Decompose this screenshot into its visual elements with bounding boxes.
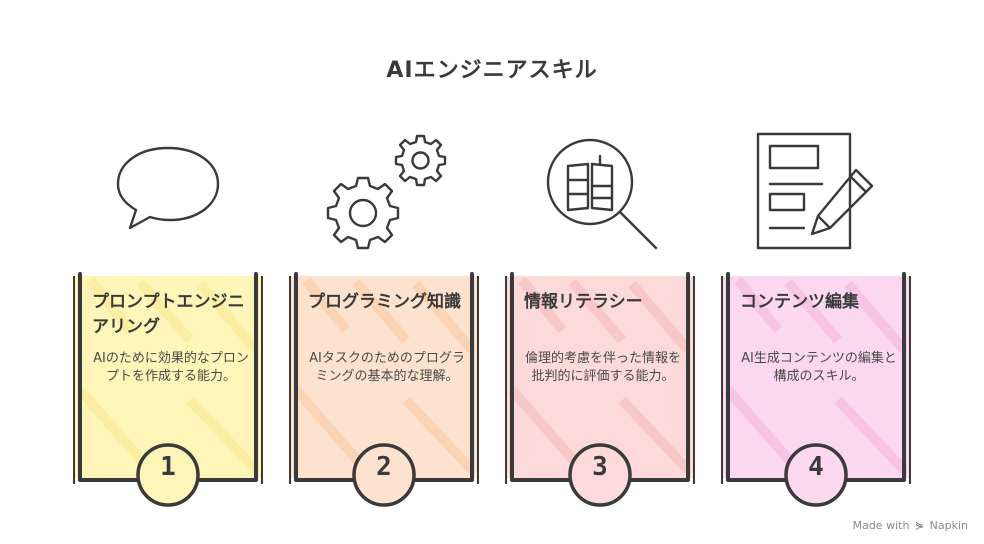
document-pencil-icon <box>756 132 874 250</box>
brand-prefix: Made with <box>852 519 910 532</box>
card-number: 1 <box>160 452 176 482</box>
skill-card-4: コンテンツ編集 AI生成コンテンツの編集と構成のスキル。 4 <box>718 270 914 510</box>
card-title: プログラミング知識 <box>308 292 461 312</box>
speech-bubble-icon <box>116 146 220 230</box>
napkin-logo-icon: ⋟ <box>914 519 925 532</box>
magnifier-book-icon <box>546 138 658 250</box>
napkin-brand: Made with ⋟ Napkin <box>853 519 968 532</box>
skill-card-2: プログラミング知識 AIタスクのためのプログラミングの基本的な理解。 2 <box>286 270 482 510</box>
card-title: 情報リテラシー <box>524 292 643 312</box>
card-description: 倫理的考慮を伴った情報を批判的に評価する能力。 <box>524 351 681 384</box>
card-title: コンテンツ編集 <box>740 292 859 312</box>
card-frame <box>289 272 479 507</box>
gears-icon <box>326 134 447 250</box>
card-number: 4 <box>808 452 824 482</box>
brand-name: Napkin <box>929 519 968 532</box>
card-number: 2 <box>376 452 392 482</box>
skill-card-3: 情報リテラシー 倫理的考慮を伴った情報を批判的に評価する能力。 3 <box>502 270 698 510</box>
card-frame <box>505 272 695 507</box>
page-title: AIエンジニアスキル <box>386 58 598 83</box>
card-description: AIタスクのためのプログラミングの基本的な理解。 <box>309 351 465 384</box>
card-frame <box>721 272 911 507</box>
skill-card-1: プロンプトエンジニアリング AIのために効果的なプロンプトを作成する能力。 1 <box>70 270 266 510</box>
card-number: 3 <box>592 452 608 482</box>
card-description: AI生成コンテンツの編集と構成のスキル。 <box>741 351 897 384</box>
card-frame <box>73 272 263 507</box>
card-title: プロンプトエンジニアリング <box>92 292 245 337</box>
card-description: AIのために効果的なプロンプトを作成する能力。 <box>93 351 249 384</box>
